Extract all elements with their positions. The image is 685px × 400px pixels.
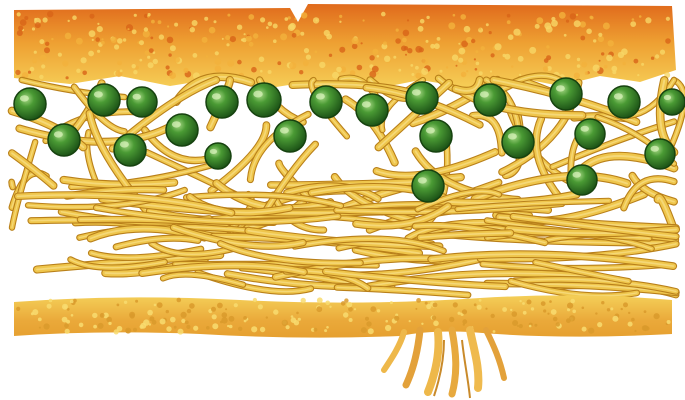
algal-cell (127, 87, 157, 117)
algal-cell (14, 88, 46, 120)
algal-cell (550, 78, 582, 110)
algal-cell (412, 170, 444, 202)
algal-cell (48, 124, 80, 156)
algal-cell (567, 165, 597, 195)
algal-cell (474, 84, 506, 116)
algal-cell (88, 84, 120, 116)
algal-cell (205, 143, 231, 169)
algal-cell (575, 119, 605, 149)
algal-cell (502, 126, 534, 158)
lower-cortex (14, 295, 672, 337)
algal-cell (310, 86, 342, 118)
algal-cell (608, 86, 640, 118)
algal-cell (356, 94, 388, 126)
algal-cell (206, 86, 238, 118)
algal-cell (420, 120, 452, 152)
algal-cell (406, 82, 438, 114)
algal-cell (166, 114, 198, 146)
rhizines (384, 330, 504, 398)
algal-cell (114, 134, 146, 166)
algal-cell (659, 89, 685, 115)
algal-cell (274, 120, 306, 152)
algal-cell (645, 139, 675, 169)
algal-cell (247, 83, 281, 117)
